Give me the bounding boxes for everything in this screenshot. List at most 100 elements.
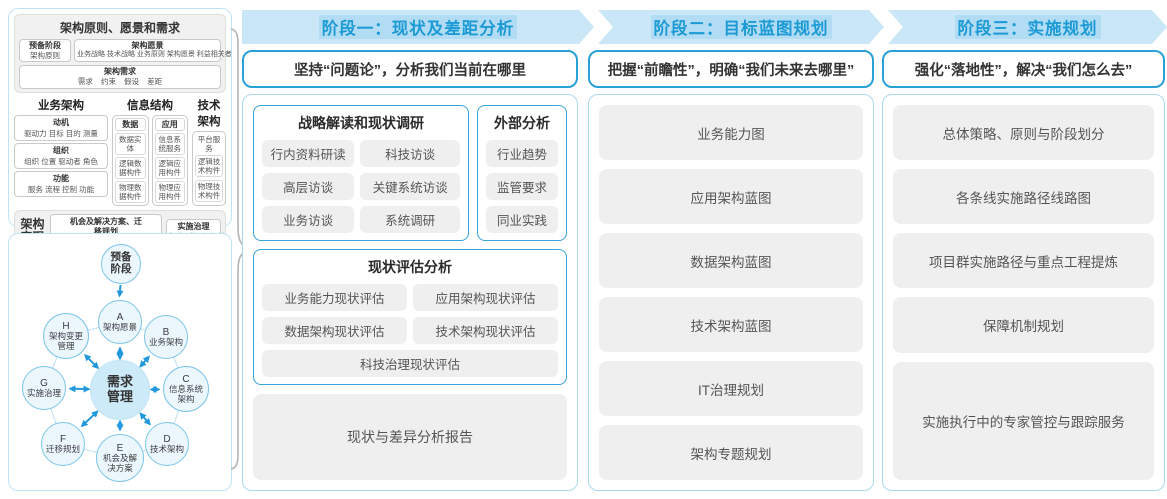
business-architecture-column: 业务架构 动机 驱动力 目标 目的 测量 组织 组织 位置 驱动者 角色 功能 … <box>14 97 108 206</box>
adm-node-label: 信息系统架构 <box>168 384 203 404</box>
vision-sub: 业务战略 技术战略 业务原则 架构愿景 利益相关者 <box>77 51 232 58</box>
adm-node-d: D 技术架构 <box>145 422 189 466</box>
adm-diagram: 预备阶段 A 架构愿景 B 业务架构 C 信息系统架构 D 技术架构 E 机会及… <box>9 234 231 490</box>
phase3-banner: 阶段三：实施规划 <box>888 10 1167 44</box>
prep-phase-sub: 架构原则 <box>30 51 60 60</box>
adm-center-label: 需求管理 <box>106 374 133 404</box>
adm-node-letter: F <box>59 433 67 445</box>
principles-section: 架构原则、愿景和需求 预备阶段 架构原则 架构愿景 业务战略 技术战略 业务原则… <box>14 14 232 93</box>
phase1-banner-text: 阶段一：现状及差距分析 <box>319 15 518 39</box>
technology-architecture-title: 技术架构 <box>197 99 221 128</box>
adm-prep-label: 预备阶段 <box>110 251 132 275</box>
technology-box: 平台服务 逻辑技术构件 物理技术构件 <box>192 130 226 206</box>
survey-item: 系统调研 <box>360 206 460 233</box>
phase2-item: 技术架构蓝图 <box>599 297 863 352</box>
adm-node-a: A 架构愿景 <box>98 300 142 344</box>
adm-node-letter: E <box>116 442 124 454</box>
organization-title: 组织 <box>53 145 69 155</box>
adm-node-letter: G <box>40 377 48 389</box>
adm-node-label: 实施治理 <box>26 387 61 398</box>
adm-node-g: G 实施治理 <box>22 366 66 410</box>
adm-node-f: F 迁移规划 <box>41 422 85 466</box>
survey-item: 业务访谈 <box>262 206 355 233</box>
phase2-banner-text: 阶段二：目标蓝图规划 <box>651 15 832 39</box>
phase3-item: 保障机制规划 <box>893 297 1154 353</box>
assessment-item: 业务能力现状评估 <box>262 284 407 311</box>
information-structure-column: 信息结构 数据 数据实体 逻辑数据构件 物理数据构件 应用 信息系统服务 逻辑应… <box>112 97 188 206</box>
application-column: 应用 信息系统服务 逻辑应用构件 物理应用构件 <box>151 114 188 206</box>
data-title: 数据 <box>115 117 146 131</box>
application-item: 逻辑应用构件 <box>154 156 185 179</box>
requirement-title: 架构需求 <box>104 67 136 77</box>
phase2-item: 应用架构蓝图 <box>599 169 863 224</box>
requirement-sub: 需求 约束 假设 差距 <box>77 77 163 87</box>
assessment-title: 现状评估分析 <box>368 259 452 275</box>
survey-box: 战略解读和现状调研 行内资料研读 科技访谈 高层访谈 关键系统访谈 业务访谈 系… <box>253 105 469 241</box>
adm-node-label: 技术架构 <box>149 443 184 454</box>
phase3-item: 各条线实施路径线路图 <box>893 169 1154 225</box>
phase2-item: 数据架构蓝图 <box>599 233 863 288</box>
business-architecture-title: 业务架构 <box>38 99 84 112</box>
function-title: 功能 <box>53 173 69 183</box>
adm-cycle-panel: 预备阶段 A 架构愿景 B 业务架构 C 信息系统架构 D 技术架构 E 机会及… <box>8 233 232 491</box>
adm-prep-circle: 预备阶段 <box>101 244 141 284</box>
adm-node-letter: H <box>62 320 70 332</box>
adm-node-c: C 信息系统架构 <box>163 366 209 412</box>
phase2-item: IT治理规划 <box>599 361 863 416</box>
phase3-banner-text: 阶段三：实施规划 <box>955 15 1101 39</box>
adm-node-b: B 业务架构 <box>144 315 188 359</box>
requirement-box: 架构需求 需求 约束 假设 差距 <box>19 65 221 89</box>
vision-title: 架构愿景 <box>131 41 164 50</box>
survey-item: 关键系统访谈 <box>360 173 460 200</box>
technology-architecture-column: 技术架构 平台服务 逻辑技术构件 物理技术构件 <box>192 97 226 206</box>
function-sub: 服务 流程 控制 功能 <box>27 184 95 194</box>
adm-node-letter: D <box>163 433 171 445</box>
phase2-item: 业务能力图 <box>599 105 863 160</box>
organization-box: 组织 组织 位置 驱动者 角色 <box>14 142 108 169</box>
motivation-title: 动机 <box>53 117 69 127</box>
phase3-container: 总体策略、原则与阶段划分 各条线实施路径线路图 项目群实施路径与重点工程提炼 保… <box>882 94 1165 491</box>
application-item: 物理应用构件 <box>154 180 185 203</box>
adm-node-label: 架构变更管理 <box>48 331 83 351</box>
external-analysis-box: 外部分析 行业趋势 监管要求 同业实践 <box>477 105 567 241</box>
organization-sub: 组织 位置 驱动者 角色 <box>24 156 98 166</box>
phase1-container: 战略解读和现状调研 行内资料研读 科技访谈 高层访谈 关键系统访谈 业务访谈 系… <box>242 94 578 491</box>
data-item: 物理数据构件 <box>115 180 146 203</box>
data-item: 逻辑数据构件 <box>115 156 146 179</box>
external-item: 同业实践 <box>486 206 558 233</box>
technology-item: 逻辑技术构件 <box>195 155 223 178</box>
phase2-subtitle: 把握“前瞻性”，明确“我们未来去哪里” <box>588 50 874 88</box>
adm-node-letter: C <box>182 373 190 385</box>
technology-item: 物理技术构件 <box>195 180 223 203</box>
application-item: 信息系统服务 <box>154 132 185 155</box>
adm-node-letter: A <box>116 311 124 323</box>
adm-node-label: 业务架构 <box>148 336 183 347</box>
adm-node-label: 迁移规划 <box>45 443 80 454</box>
phase3-item-tall: 实施执行中的专家管控与跟踪服务 <box>893 361 1154 481</box>
principles-title: 架构原则、愿景和需求 <box>59 21 180 35</box>
architecture-content-panel: 架构原则、愿景和需求 预备阶段 架构原则 架构愿景 业务战略 技术战略 业务原则… <box>8 8 232 254</box>
phase2-item: 架构专题规划 <box>599 425 863 480</box>
motivation-box: 动机 驱动力 目标 目的 测量 <box>14 114 108 141</box>
information-structure-title: 信息结构 <box>127 99 173 112</box>
external-item: 行业趋势 <box>486 140 558 167</box>
data-item: 数据实体 <box>115 132 146 155</box>
assessment-item: 技术架构现状评估 <box>413 317 558 344</box>
assessment-item-full: 科技治理现状评估 <box>262 350 558 377</box>
external-item: 监管要求 <box>486 173 558 200</box>
opportunity-migration-title: 机会及解决方案、迁移规划 <box>70 216 142 236</box>
survey-item: 高层访谈 <box>262 173 355 200</box>
adm-center-circle: 需求管理 <box>90 360 150 420</box>
vision-box: 架构愿景 业务战略 技术战略 业务原则 架构愿景 利益相关者 <box>74 39 232 63</box>
phase1-subtitle: 坚持“问题论”，分析我们当前在哪里 <box>242 50 578 88</box>
adm-node-letter: B <box>162 326 170 338</box>
survey-title: 战略解读和现状调研 <box>298 115 424 131</box>
assessment-item: 数据架构现状评估 <box>262 317 407 344</box>
implementation-governance-title: 实施治理 <box>177 221 210 231</box>
prep-phase-box: 预备阶段 架构原则 <box>19 39 71 63</box>
adm-node-h: H 架构变更管理 <box>43 313 89 359</box>
adm-node-e: E 机会及解决方案 <box>96 434 144 482</box>
adm-node-label: 机会及解决方案 <box>103 453 138 473</box>
phase3-item: 项目群实施路径与重点工程提炼 <box>893 233 1154 289</box>
